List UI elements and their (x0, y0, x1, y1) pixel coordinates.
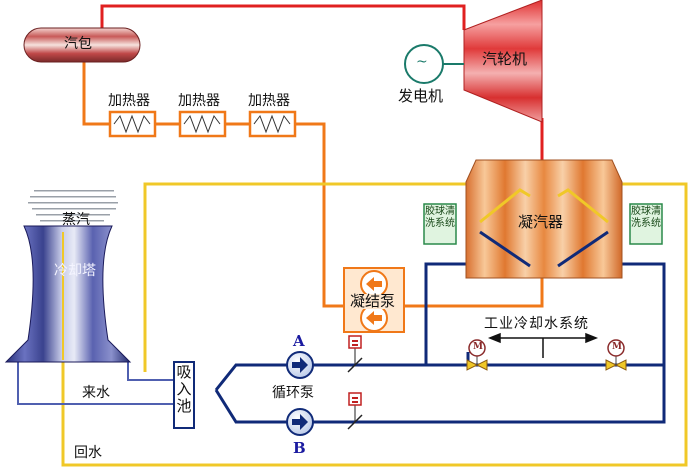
heater-1 (108, 110, 157, 138)
motor-right-symbol: M (612, 342, 622, 352)
intake-line (17, 362, 174, 405)
pump-a-label: A (293, 332, 305, 350)
inflow-label: 来水 (82, 385, 110, 401)
steam-turbine (463, 0, 543, 123)
ball-clean-right-label: 胶球清洗系统 (631, 206, 661, 229)
ball-clean-left-label: 胶球清洗系统 (425, 206, 455, 229)
intake-pool (173, 361, 195, 429)
steam-drum (23, 27, 141, 63)
motor-left-symbol: M (473, 342, 483, 352)
return-label: 回水 (74, 445, 102, 461)
check-valve-a (347, 335, 363, 373)
generator-symbol: ~ (416, 54, 428, 70)
generator (404, 44, 464, 84)
circ-pump-a (286, 351, 314, 379)
heater-1-label: 加热器 (108, 93, 150, 109)
turbine-label: 汽轮机 (482, 50, 528, 68)
industrial-cooling-arrow (487, 332, 599, 358)
industrial-cooling-label: 工业冷却水系统 (484, 316, 589, 332)
heater-2 (178, 110, 227, 138)
motor-valve-left (466, 339, 488, 371)
cooling-tower (4, 225, 132, 363)
ball-clean-right-box (629, 203, 663, 245)
circ-pump-b (286, 408, 314, 436)
steam-label: 蒸汽 (62, 212, 90, 228)
intake-pool-label: 吸入池 (176, 363, 192, 415)
cooling-return-line (61, 182, 688, 467)
heater-3-label: 加热器 (248, 93, 290, 109)
condenser-label: 凝汽器 (518, 213, 564, 231)
steam-line (100, 4, 544, 160)
ball-clean-left-box (423, 203, 457, 245)
condenser (465, 159, 623, 279)
cooling-tower-label: 冷却塔 (54, 263, 96, 279)
heater-3 (248, 110, 297, 138)
check-valve-b (347, 392, 363, 430)
steam-plume (28, 190, 118, 222)
drum-label: 汽包 (64, 36, 92, 52)
motor-valve-right (605, 339, 627, 371)
condensate-pump-label: 凝结泵 (350, 292, 396, 310)
pump-b-label: B (293, 439, 306, 457)
generator-label: 发电机 (398, 87, 444, 105)
circ-pump-label: 循环泵 (272, 385, 314, 401)
feedwater-line (82, 62, 544, 308)
heater-2-label: 加热器 (178, 93, 220, 109)
